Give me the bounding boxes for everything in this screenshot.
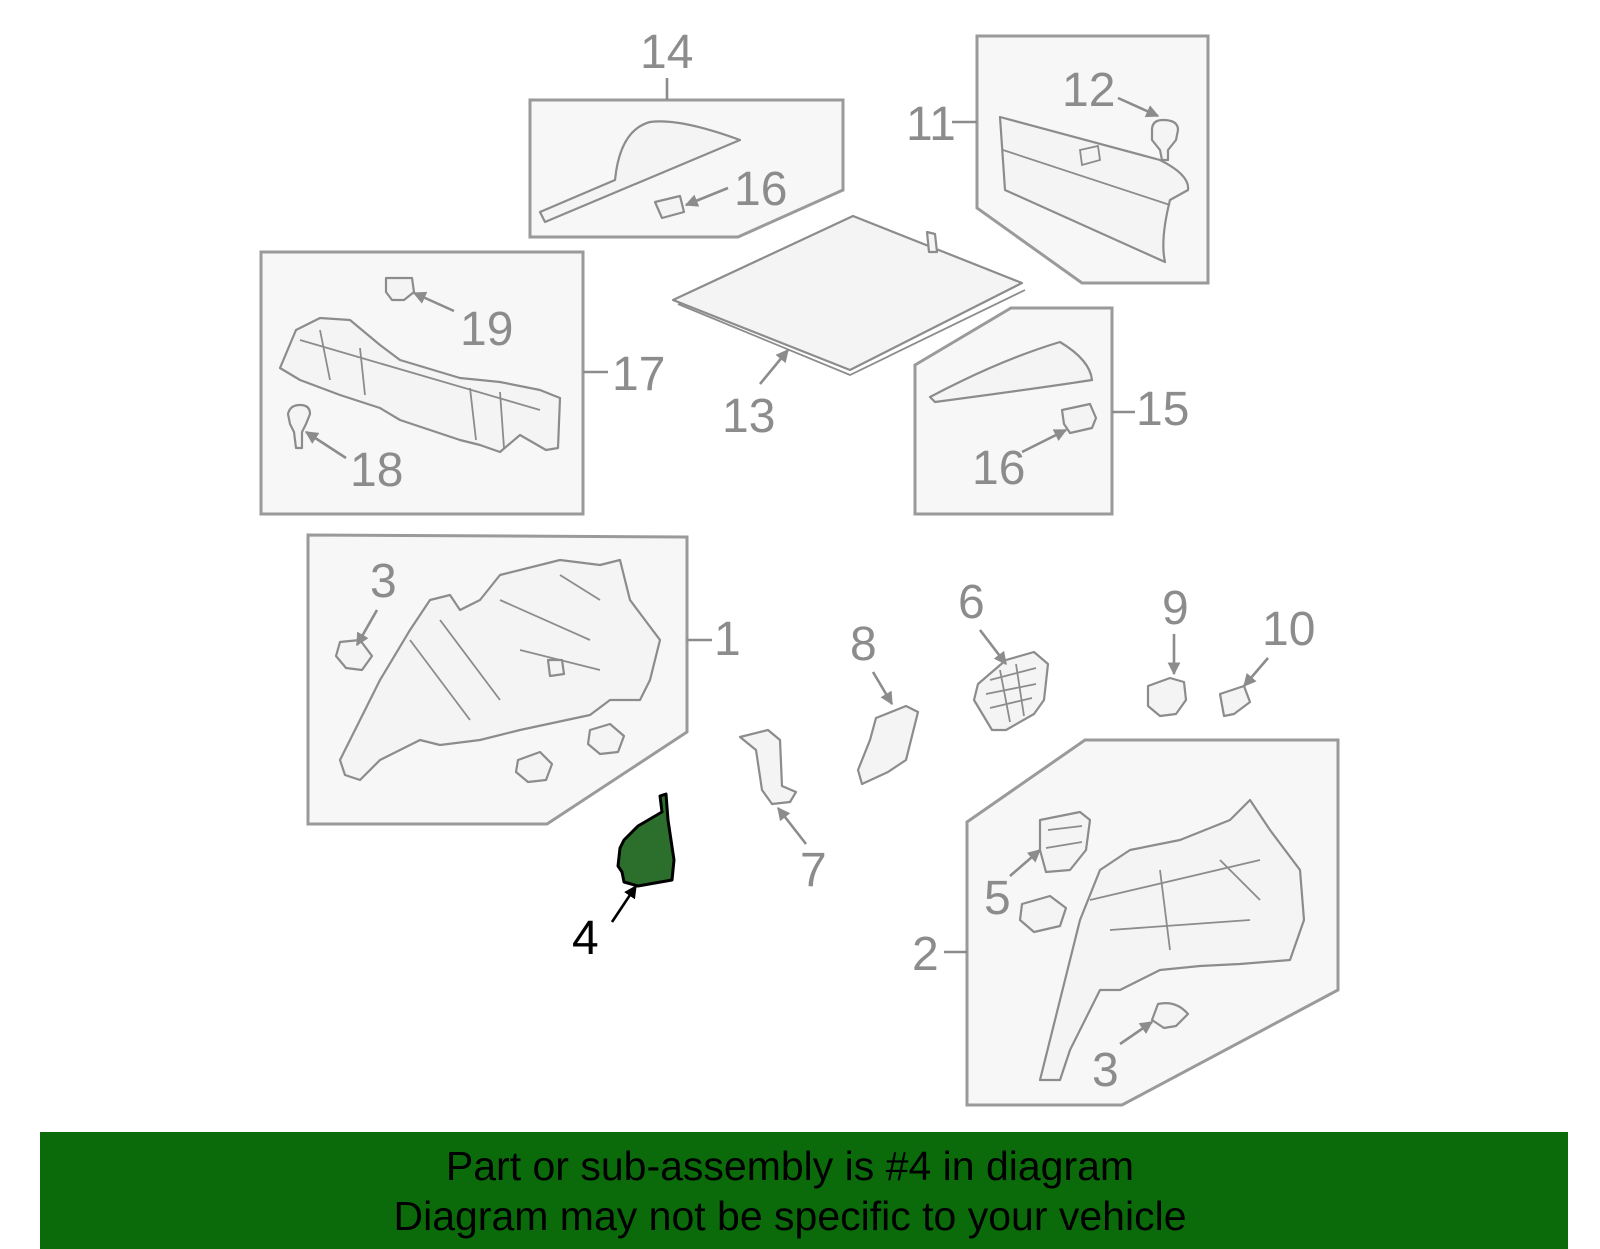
part-group-17 xyxy=(259,250,608,516)
part-9 xyxy=(1146,634,1188,718)
callout-16: 16 xyxy=(972,442,1025,495)
part-group-11 xyxy=(952,34,1210,285)
part-6 xyxy=(972,629,1050,732)
banner-line-2: Diagram may not be specific to your vehi… xyxy=(393,1193,1187,1239)
callout-12: 12 xyxy=(1062,64,1115,117)
callout-11: 11 xyxy=(906,98,956,151)
callout-19: 19 xyxy=(460,303,513,356)
callout-9: 9 xyxy=(1162,582,1189,635)
callout-8: 8 xyxy=(850,618,877,671)
part-13-cover xyxy=(671,214,1026,385)
callout-3: 3 xyxy=(1092,1044,1119,1097)
part-7 xyxy=(738,728,808,845)
part-group-14 xyxy=(528,78,845,239)
part-8 xyxy=(856,671,920,786)
callout-18: 18 xyxy=(350,444,403,497)
banner-line-1: Part or sub-assembly is #4 in diagram xyxy=(445,1143,1135,1189)
callout-7: 7 xyxy=(800,844,827,897)
callout-4-highlighted: 4 xyxy=(572,912,599,965)
callout-6: 6 xyxy=(958,576,985,629)
callout-16: 16 xyxy=(734,163,787,216)
callout-labels: 14 16 11 12 13 19 17 18 15 16 3 1 8 6 9 … xyxy=(350,26,1315,1097)
callout-1: 1 xyxy=(714,613,741,666)
callout-15: 15 xyxy=(1136,383,1189,436)
callout-17: 17 xyxy=(612,348,665,401)
callout-5: 5 xyxy=(984,872,1011,925)
callout-3: 3 xyxy=(370,555,397,608)
callout-14: 14 xyxy=(640,26,693,79)
info-banner: Part or sub-assembly is #4 in diagram Di… xyxy=(40,1132,1568,1249)
callout-13: 13 xyxy=(722,390,775,443)
part-10 xyxy=(1218,657,1269,718)
callout-2: 2 xyxy=(912,928,939,981)
part-group-1 xyxy=(306,533,712,826)
callout-10: 10 xyxy=(1262,603,1315,656)
part-4-highlighted xyxy=(610,792,676,923)
part-group-15 xyxy=(913,306,1135,516)
part-group-2 xyxy=(944,738,1340,1107)
